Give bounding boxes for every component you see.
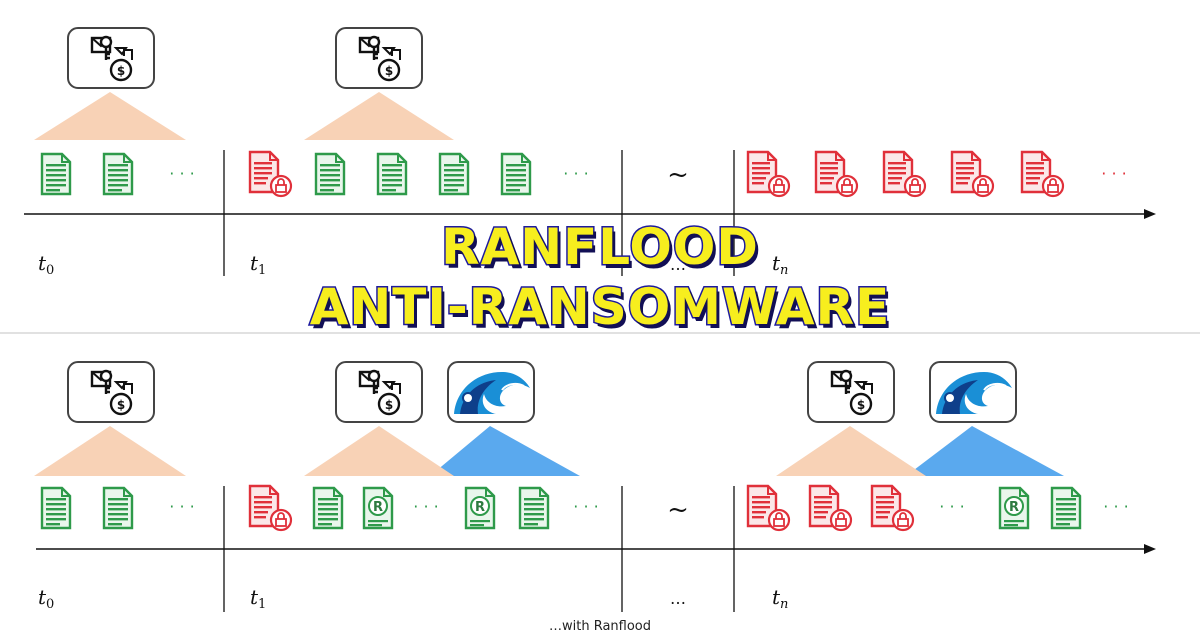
flood-copy-file-icon	[998, 486, 1030, 530]
encrypted-file-icon	[746, 150, 791, 198]
attack-cone	[34, 426, 186, 476]
encrypted-file-icon	[808, 484, 853, 532]
attacker-key-money-icon	[334, 360, 424, 424]
time-label-t0: t0	[38, 251, 54, 278]
gap-ellipsis: …	[670, 255, 686, 274]
clean-file-icon	[312, 486, 344, 530]
encrypted-file-icon	[248, 484, 293, 532]
clean-file-icon	[518, 486, 550, 530]
bottom-panel: · · · · · · · · · ~ … · · · · · · t0 t1 …	[34, 360, 1156, 612]
gap-ellipsis: …	[670, 589, 686, 608]
ranflood-wave-icon	[929, 361, 1017, 423]
flood-cone	[906, 426, 1064, 476]
attack-cone	[304, 426, 454, 476]
time-label-t1: t1	[250, 251, 266, 278]
ellipsis: · · ·	[1103, 497, 1128, 516]
time-axis-arrowhead	[1144, 209, 1156, 219]
time-label-t1: t1	[250, 585, 266, 612]
time-label-tn: tn	[772, 585, 788, 612]
figure-caption: …with Ranflood	[548, 619, 651, 634]
clean-file-icon	[438, 152, 470, 196]
ellipsis: · · ·	[1101, 164, 1126, 183]
top-panel: · · · · · · ~ … · · · t0 t1 tn	[24, 26, 1156, 278]
ellipsis: · · ·	[169, 164, 194, 183]
encrypted-file-icon	[870, 484, 915, 532]
ellipsis: · · ·	[573, 497, 598, 516]
encrypted-file-icon	[746, 484, 791, 532]
attack-cone	[34, 92, 186, 140]
ranflood-wave-icon	[447, 361, 535, 423]
clean-file-icon	[314, 152, 346, 196]
ellipsis: · · ·	[563, 164, 588, 183]
attacker-key-money-icon	[334, 26, 424, 90]
encrypted-file-icon	[1020, 150, 1065, 198]
banner-title-line1: RANFLOOD	[440, 217, 760, 278]
encrypted-file-icon	[950, 150, 995, 198]
banner-title-line2: ANTI-RANSOMWARE	[308, 277, 891, 338]
gap-symbol: ~	[667, 160, 689, 190]
clean-file-icon	[500, 152, 532, 196]
ellipsis: · · ·	[169, 497, 194, 516]
time-label-t0: t0	[38, 585, 54, 612]
clean-file-icon	[102, 152, 134, 196]
clean-file-icon	[1050, 486, 1082, 530]
flood-cone	[430, 426, 580, 476]
clean-file-icon	[102, 486, 134, 530]
time-label-tn: tn	[772, 251, 788, 278]
encrypted-file-icon	[882, 150, 927, 198]
attacker-key-money-icon	[66, 26, 156, 90]
flood-copy-file-icon	[464, 486, 496, 530]
encrypted-file-icon	[814, 150, 859, 198]
ellipsis: · · ·	[413, 497, 438, 516]
attack-cone	[304, 92, 454, 140]
clean-file-icon	[376, 152, 408, 196]
time-axis-arrowhead	[1144, 544, 1156, 554]
flood-copy-file-icon	[362, 486, 394, 530]
gap-symbol: ~	[667, 495, 689, 525]
attack-cone	[776, 426, 926, 476]
ellipsis: · · ·	[939, 497, 964, 516]
attacker-key-money-icon	[66, 360, 156, 424]
clean-file-icon	[40, 152, 72, 196]
attacker-key-money-icon	[806, 360, 896, 424]
encrypted-file-icon	[248, 150, 293, 198]
clean-file-icon	[40, 486, 72, 530]
